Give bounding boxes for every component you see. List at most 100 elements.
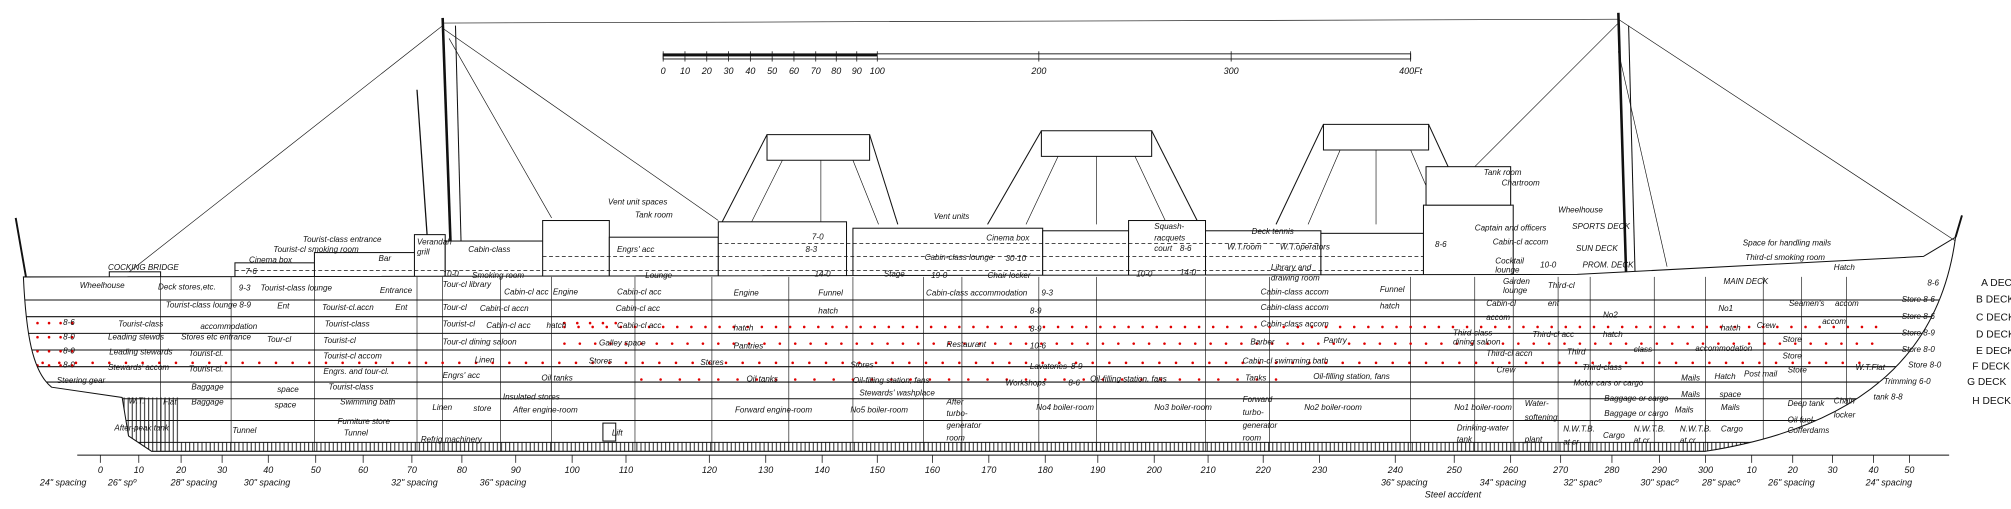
deck-label-d: D DECK bbox=[1976, 329, 2011, 340]
porthole-marker bbox=[647, 325, 651, 329]
room-label-store-8-0: Store 8-0 bbox=[1908, 361, 1942, 370]
room-label-tourist-cl: Tourist-cl. bbox=[189, 349, 224, 358]
scale-tick-label: 100 bbox=[870, 66, 885, 76]
porthole-marker bbox=[928, 378, 932, 381]
porthole-marker bbox=[943, 325, 947, 329]
porthole-marker bbox=[1363, 342, 1366, 345]
room-label-engine: Engine bbox=[553, 287, 579, 296]
porthole-marker bbox=[758, 361, 761, 365]
frame-spacing-label: 34" spacing bbox=[1480, 478, 1527, 488]
room-label-lift: Lift bbox=[612, 428, 624, 437]
room-label-store: Store bbox=[1782, 335, 1802, 344]
room-label-tourist-cl: Tourist-cl bbox=[323, 336, 356, 345]
room-label-8-6: 8-6 bbox=[63, 318, 75, 327]
porthole-marker bbox=[986, 325, 989, 329]
porthole-marker bbox=[1541, 361, 1544, 365]
porthole-marker bbox=[391, 361, 394, 365]
porthole-marker bbox=[1008, 361, 1011, 365]
porthole-marker bbox=[763, 342, 766, 345]
room-label-deep-tank: Deep tank bbox=[1788, 399, 1826, 408]
porthole-marker bbox=[1593, 342, 1597, 345]
room-label-lounge: lounge bbox=[1503, 286, 1528, 295]
scale-tick-label: 300 bbox=[1224, 66, 1239, 76]
room-label-8-0: 8-0 bbox=[63, 361, 75, 370]
porthole-marker bbox=[1395, 325, 1398, 329]
porthole-marker bbox=[717, 378, 720, 381]
porthole-marker bbox=[1858, 361, 1861, 365]
frame-number: 10 bbox=[1747, 465, 1757, 475]
room-label-court: court bbox=[1154, 244, 1173, 253]
porthole-marker bbox=[1592, 325, 1596, 329]
porthole-marker bbox=[1479, 325, 1483, 329]
room-label-n-w-t-b: N.W.T.B. bbox=[1634, 425, 1666, 434]
room-label-cabin-cl-accn: Cabin-cl accn bbox=[480, 304, 529, 313]
room-label-accommodation: accommodation bbox=[1695, 344, 1752, 353]
porthole-marker bbox=[1841, 361, 1845, 365]
room-label-space: space bbox=[277, 385, 299, 394]
porthole-marker bbox=[1240, 342, 1243, 345]
porthole-marker bbox=[1101, 342, 1105, 345]
room-label-8-6: 8-6 bbox=[1068, 378, 1080, 387]
room-label-class: class bbox=[1634, 345, 1652, 354]
porthole-marker bbox=[640, 378, 643, 381]
deck-label-h: H DECK bbox=[1972, 396, 2011, 407]
porthole-marker bbox=[1724, 361, 1728, 365]
porthole-marker bbox=[1258, 361, 1261, 365]
porthole-marker bbox=[874, 361, 878, 365]
porthole-marker bbox=[541, 361, 544, 365]
porthole-marker bbox=[986, 378, 989, 381]
frame-number: 260 bbox=[1502, 465, 1518, 475]
porthole-marker bbox=[70, 364, 74, 367]
porthole-marker bbox=[1641, 361, 1644, 365]
porthole-marker bbox=[947, 342, 951, 345]
porthole-marker bbox=[747, 342, 751, 345]
room-label-hatch: hatch bbox=[1603, 330, 1623, 339]
frame-number: 20 bbox=[175, 465, 186, 475]
porthole-marker bbox=[1155, 325, 1159, 329]
scale-tick-label: 10 bbox=[680, 66, 690, 76]
room-label-cabin-class-lounge: Cabin-class lounge bbox=[925, 253, 994, 262]
porthole-marker bbox=[591, 361, 594, 365]
frame-number: 50 bbox=[1904, 465, 1914, 475]
porthole-marker bbox=[1824, 361, 1828, 365]
porthole-marker bbox=[1677, 325, 1680, 329]
porthole-marker bbox=[724, 361, 728, 365]
porthole-marker bbox=[47, 364, 51, 367]
room-label-cabin-cl-acc: Cabin-cl acc bbox=[617, 321, 661, 330]
porthole-marker bbox=[675, 325, 679, 329]
frame-number: 170 bbox=[981, 465, 996, 475]
porthole-marker bbox=[1824, 342, 1828, 345]
porthole-marker bbox=[563, 325, 566, 329]
frame-number: 250 bbox=[1446, 465, 1462, 475]
porthole-marker bbox=[978, 342, 982, 345]
porthole-marker bbox=[1132, 342, 1135, 345]
porthole-marker bbox=[1255, 378, 1259, 381]
porthole-marker bbox=[1701, 342, 1705, 345]
room-label-after-peak-tank: After-peak tank bbox=[113, 423, 169, 432]
porthole-marker bbox=[1818, 325, 1821, 329]
porthole-marker bbox=[788, 325, 792, 329]
porthole-marker bbox=[1070, 325, 1074, 329]
porthole-marker bbox=[658, 361, 661, 365]
porthole-marker bbox=[36, 321, 39, 325]
room-label-squash: Squash- bbox=[1154, 222, 1184, 231]
porthole-marker bbox=[870, 378, 874, 381]
porthole-marker bbox=[558, 361, 561, 365]
room-label-linen: Linen bbox=[432, 403, 452, 412]
room-label-restaurant: Restaurant bbox=[947, 340, 987, 349]
porthole-marker bbox=[58, 361, 61, 365]
room-label-oil-filling-station-fans: Oil-filling station, fans bbox=[853, 376, 930, 385]
porthole-marker bbox=[1141, 361, 1144, 365]
porthole-marker bbox=[1141, 325, 1144, 329]
room-label-sun-deck: SUN DECK bbox=[1576, 244, 1618, 253]
scale-tick-label: 0 bbox=[661, 66, 666, 76]
porthole-marker bbox=[1274, 361, 1278, 365]
room-label-cabin-cl: Cabin-cl bbox=[1486, 299, 1516, 308]
porthole-marker bbox=[1159, 378, 1162, 381]
porthole-marker bbox=[1501, 342, 1505, 345]
porthole-marker bbox=[1558, 361, 1561, 365]
